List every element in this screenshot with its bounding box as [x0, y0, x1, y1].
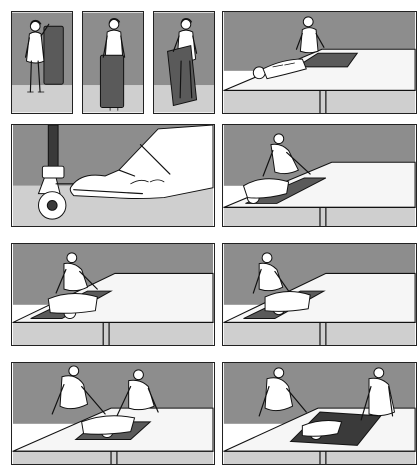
panel-roll-patient-insert-board: [222, 124, 417, 227]
panel-board-held-low: [82, 11, 144, 114]
panel-board-held-angled: [153, 11, 215, 114]
panel-caregiver-holding-board: [11, 11, 73, 114]
panel-two-caregivers-slide-patient: [11, 362, 215, 465]
caregiver-figure-icon: [83, 12, 143, 113]
panel-patient-on-board: [11, 243, 215, 346]
caregiver-figure-icon: [12, 12, 72, 113]
panel-position-patient-on-board: [222, 243, 417, 346]
panel-complete-transfer: [222, 362, 417, 465]
panel-lock-wheel-with-foot: [11, 124, 215, 227]
panel-lay-board-patient-on-bed: [222, 11, 417, 114]
caregiver-figure-icon: [154, 12, 214, 113]
